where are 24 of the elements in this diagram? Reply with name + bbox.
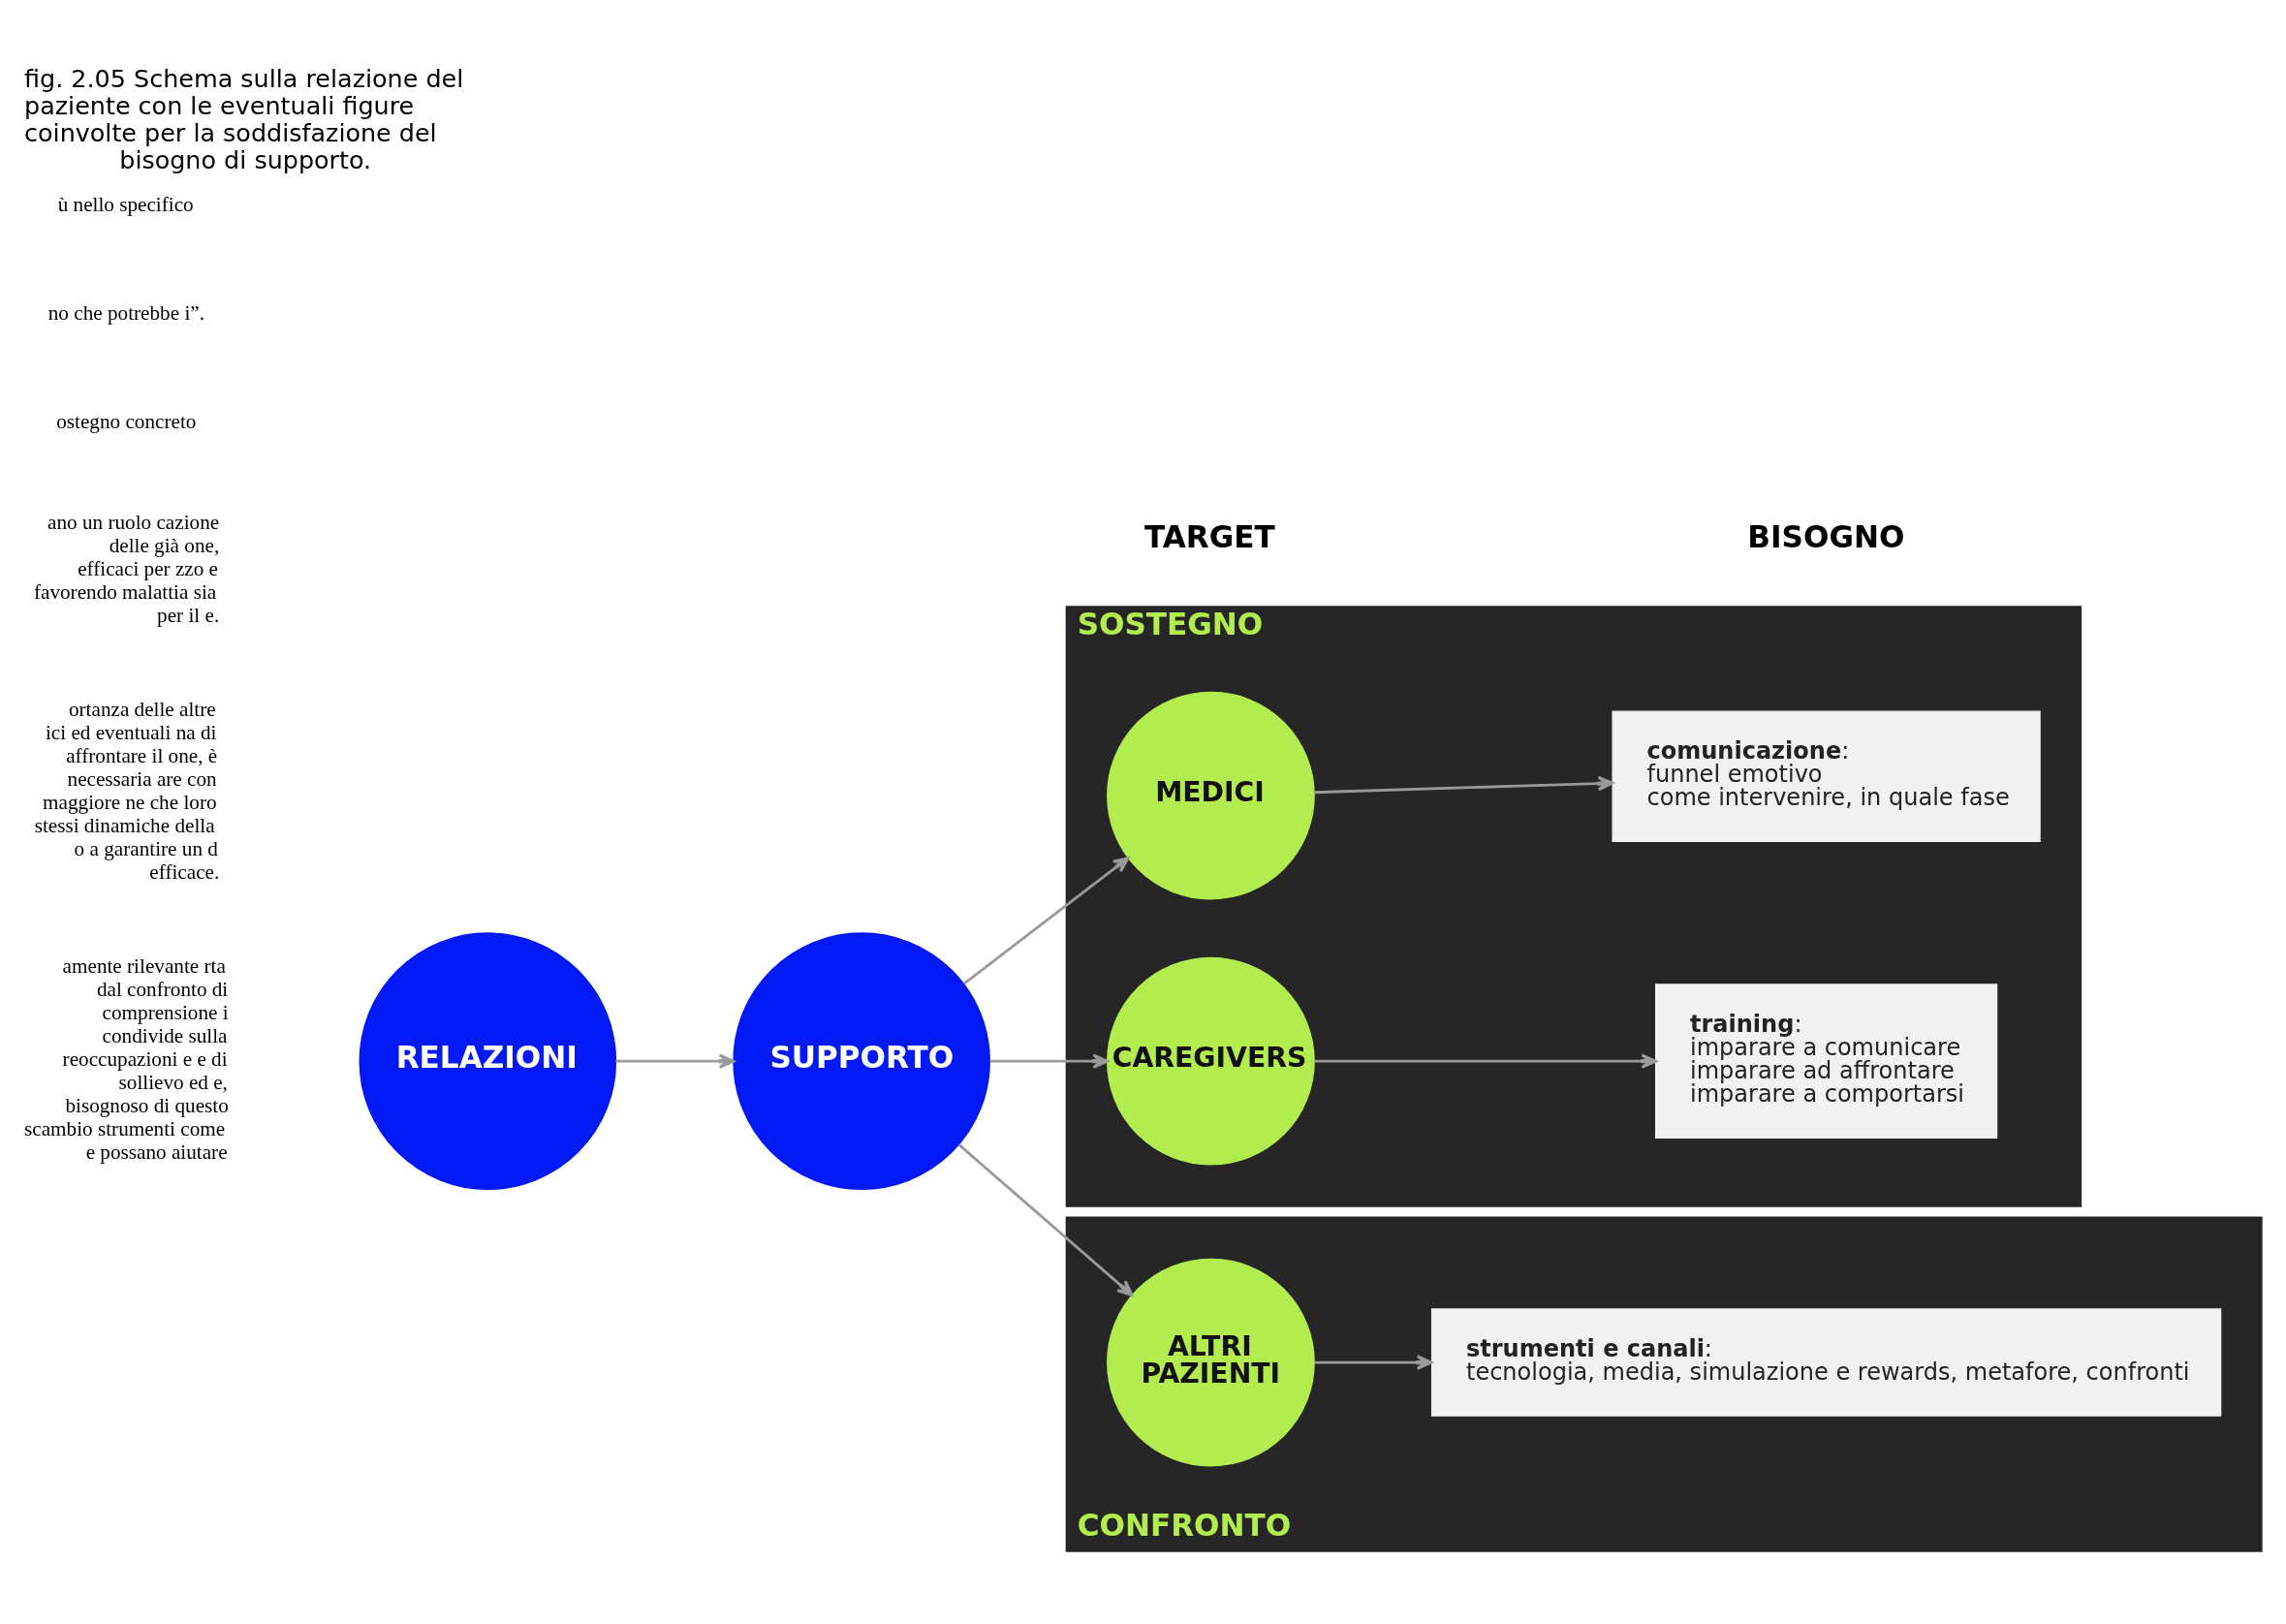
label: TARGET	[1143, 518, 1275, 554]
node-box: training: imparare a comunicare imparare ad affrontare imparare a comportarsi	[1654, 984, 1998, 1139]
node-circle: ALTRI PAZIENTI	[1107, 1258, 1315, 1467]
node-circle: RELAZIONI	[359, 932, 617, 1190]
arrow	[989, 1053, 1110, 1069]
label: ù nello specifico	[57, 193, 194, 217]
label: ano un ruolo cazione delle già one, efficaci per zzo e favorendo malattia sia per il e.	[33, 511, 220, 628]
node-circle: MEDICI	[1107, 691, 1315, 900]
node-circle: CAREGIVERS	[1107, 956, 1315, 1166]
arrow	[1314, 1053, 1658, 1069]
arrow	[615, 1053, 736, 1069]
arrow	[957, 1143, 1134, 1296]
label: amente rilevante rta dal confronto di comprensione i condivide sulla reoccupazioni e e di sollievo ed e, bisognoso di questo scambio strumenti come e possano aiutare	[24, 954, 229, 1165]
arrow	[963, 857, 1130, 985]
caption: fig. 2.05 Schema sulla relazione del paziente con le eventuali figure coinvolte per la soddisfazione del bisogno di supporto.	[24, 63, 464, 175]
label: ostegno concreto	[56, 409, 197, 433]
label: ortanza delle altre ici ed eventuali na di affrontare il one, è necessaria are con maggiore ne che loro stessi dinamiche della o a garantire un d efficace.	[34, 698, 220, 885]
node-box: strumenti e canali: tecnologia, media, simulazione e rewards, metafore, confronti	[1430, 1308, 2222, 1417]
label: BISOGNO	[1747, 518, 1905, 554]
node-circle: SUPPORTO	[733, 932, 990, 1190]
arrow	[1314, 1355, 1433, 1370]
node-box: comunicazione: funnel emotivo come intervenire, in quale fase	[1612, 710, 2041, 843]
label: no che potrebbe i”.	[47, 301, 204, 326]
arrow	[1314, 775, 1614, 795]
